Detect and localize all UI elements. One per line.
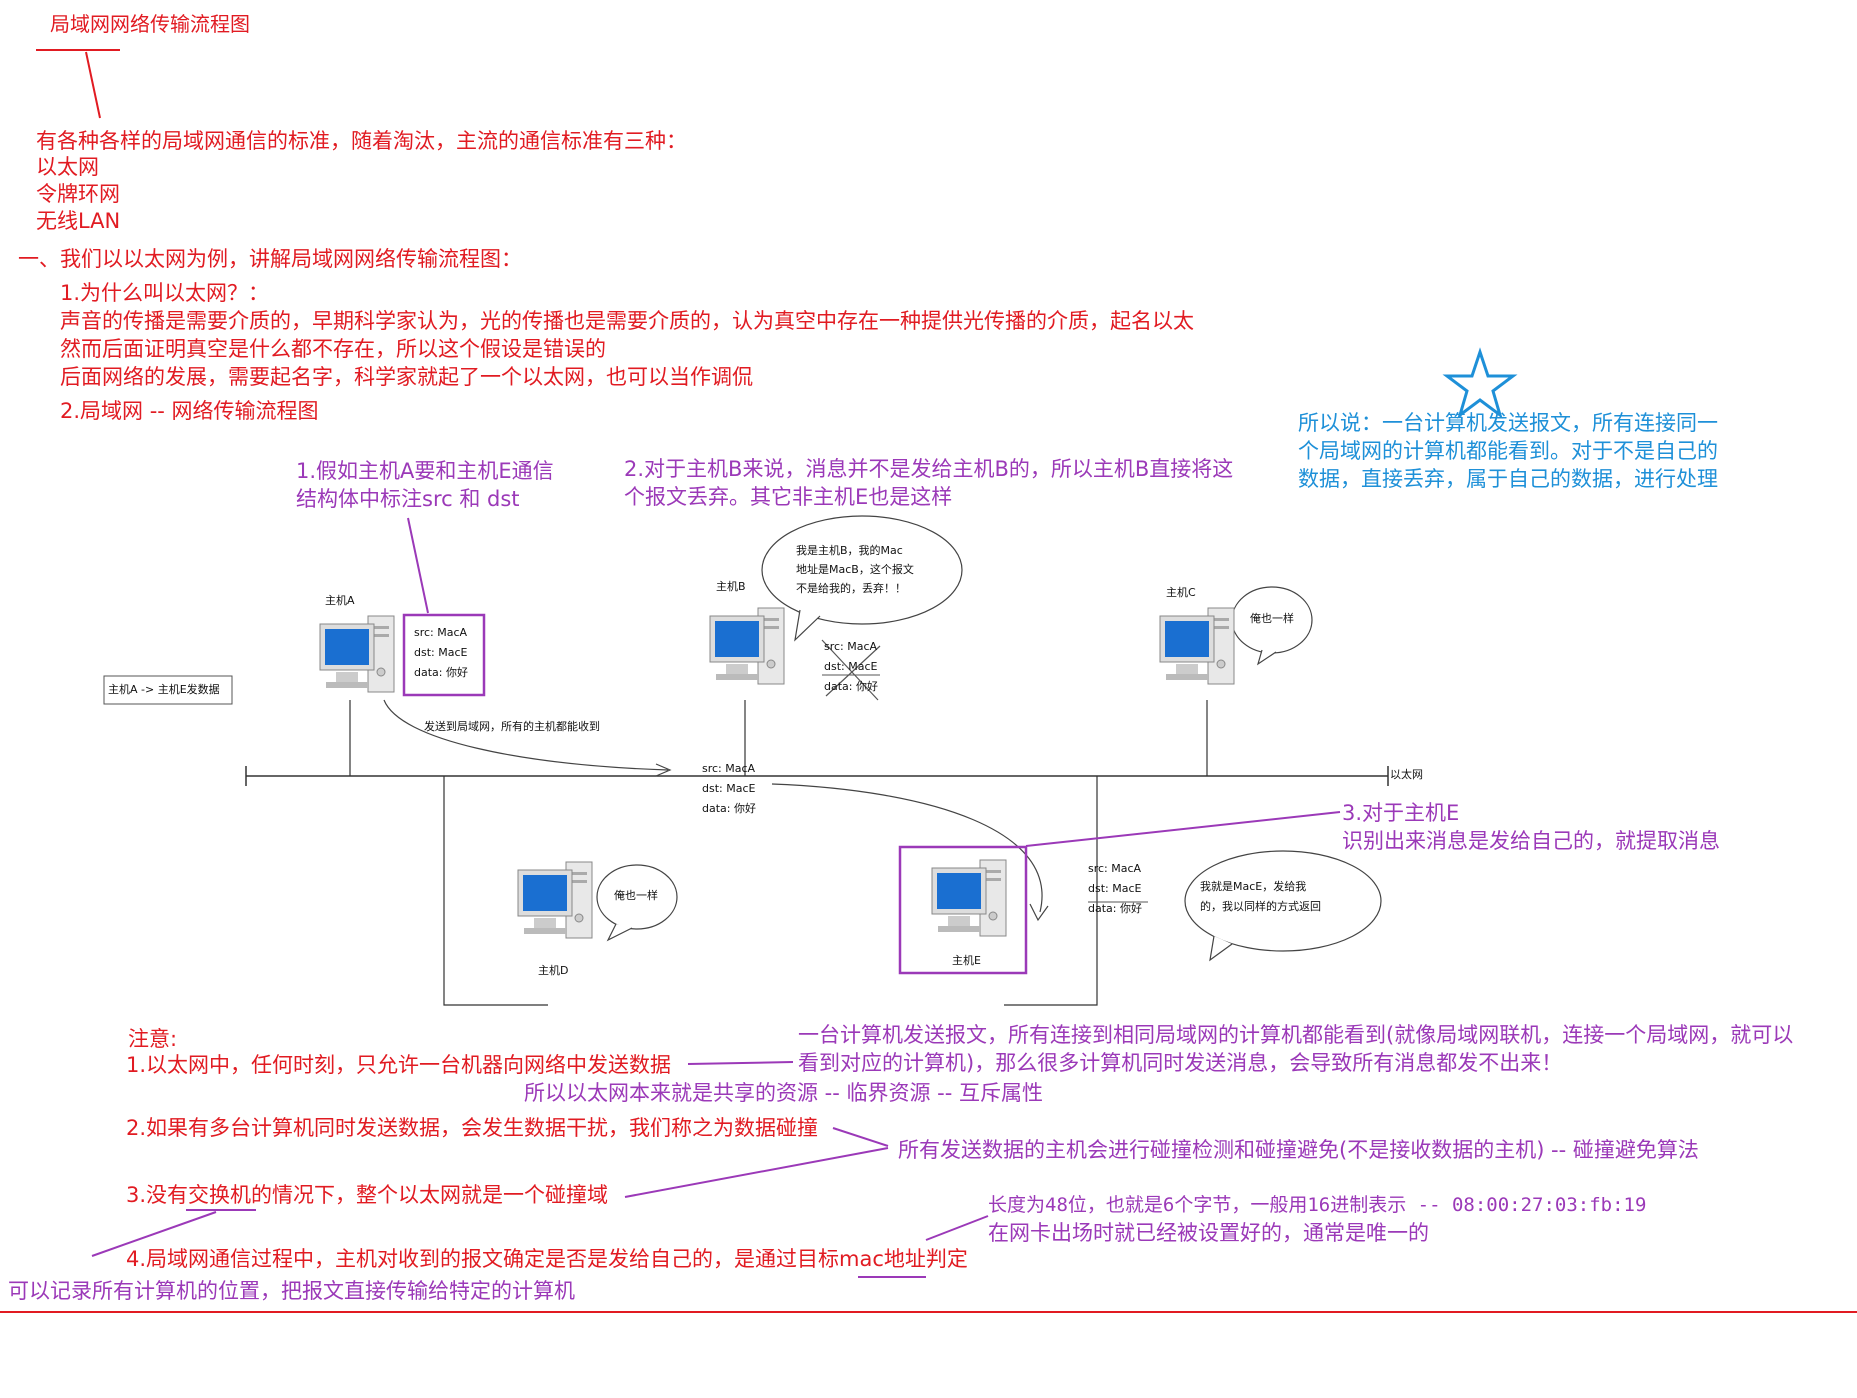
bubbleC-text: 俺也一样 (1250, 612, 1294, 625)
packetB-data: data: 你好 (824, 680, 878, 693)
bubbleE-shape (1184, 850, 1382, 952)
n1-connector (687, 1061, 794, 1065)
mac-pointer (925, 1215, 989, 1241)
hostC-label: 主机C (1166, 586, 1196, 599)
annot2-line2: 个报文丢弃。其它非主机E也是这样 (624, 485, 953, 509)
packet-bus-data: data: 你好 (702, 802, 756, 815)
standard-ethernet: 以太网 (36, 155, 99, 179)
packet-bus-dst: dst: MacE (702, 782, 756, 795)
hostA-label: 主机A (325, 594, 355, 607)
hostD-label: 主机D (538, 964, 569, 977)
bubbleB-line1: 我是主机B，我的Mac (796, 544, 903, 557)
q2-heading: 2.局域网 -- 网络传输流程图 (60, 399, 319, 423)
bubbleE-line1: 我就是MacE，发给我 (1200, 880, 1307, 893)
send-arrow (383, 699, 669, 771)
bubbleB-shape (761, 515, 963, 625)
ethernet-label: 以太网 (1390, 768, 1423, 781)
drop-strike-2 (825, 645, 881, 697)
note-blue-line3: 数据，直接丢弃，属于自己的数据，进行处理 (1298, 467, 1718, 491)
hostE-link (1004, 776, 1098, 1006)
packetE-dst: dst: MacE (1088, 882, 1142, 895)
hostB-label: 主机B (716, 580, 746, 593)
q1-heading: 1.为什么叫以太网？： (60, 281, 270, 305)
n2-connector-a (832, 1127, 889, 1147)
note1-side-line2: 看到对应的计算机)，那么很多计算机同时发送消息，会导致所有消息都发不出来！ (798, 1051, 1563, 1075)
annot3-line1: 3.对于主机E (1342, 801, 1460, 825)
section1-heading: 一、我们以以太网为例，讲解局域网网络传输流程图： (18, 247, 522, 271)
note2-side: 所有发送数据的主机会进行碰撞检测和碰撞避免(不是接收数据的主机) -- 碰撞避免… (898, 1138, 1699, 1162)
hostE-label: 主机E (952, 954, 981, 967)
packetA-src: src: MacA (414, 626, 468, 639)
hostE-frame (898, 845, 1028, 975)
switch-pointer (91, 1211, 217, 1257)
drop-strike-1 (821, 639, 879, 701)
q1-line2: 然而后面证明真空是什么都不存在，所以这个假设是错误的 (60, 337, 606, 361)
packetE-data: data: 你好 (1088, 902, 1142, 915)
packet-bus-src: src: MacA (702, 762, 756, 775)
switch-note: 可以记录所有计算机的位置，把报文直接传输给特定的计算机 (8, 1279, 575, 1303)
packetA-data: data: 你好 (414, 666, 468, 679)
mac-side-line2: 在网卡出场时就已经被设置好的，通常是唯一的 (988, 1221, 1429, 1245)
note-blue-line2: 个局域网的计算机都能看到。对于不是自己的 (1298, 439, 1718, 463)
n2-connector-b (624, 1147, 889, 1198)
packetE-src: src: MacA (1088, 862, 1142, 875)
packetB-src: src: MacA (824, 640, 878, 653)
receive-arrow (771, 783, 1043, 913)
computer-icon-hostD (517, 861, 593, 939)
note2: 2.如果有多台计算机同时发送数据，会发生数据干扰，我们称之为数据碰撞 (126, 1116, 819, 1140)
bubbleB-line3: 不是给我的，丢弃！！ (796, 582, 906, 595)
note-blue-line1: 所以说：一台计算机发送报文，所有连接同一 (1298, 411, 1718, 435)
bubbleB-line2: 地址是MacB，这个报文 (796, 563, 914, 576)
q1-line1: 声音的传播是需要介质的，早期科学家认为，光的传播也是需要介质的，认为真空中存在一… (60, 309, 1194, 333)
annot1-line1: 1.假如主机A要和主机E通信 (296, 459, 554, 483)
annot2-line1: 2.对于主机B来说，消息并不是发给主机B的，所以主机B直接将这 (624, 457, 1234, 481)
packet-box-A (402, 613, 486, 697)
notes-heading: 注意: (128, 1027, 178, 1051)
flow-label: 主机A -> 主机E发数据 (108, 683, 220, 696)
bubbleE-line2: 的，我以同样的方式返回 (1200, 900, 1321, 913)
standard-token-ring: 令牌环网 (36, 182, 120, 206)
annot3-line2: 识别出来消息是发给自己的，就提取消息 (1342, 829, 1720, 853)
standard-wireless-lan: 无线LAN (36, 209, 121, 233)
annot1-line2: 结构体中标注src 和 dst (296, 487, 520, 511)
packetA-dst: dst: MacE (414, 646, 468, 659)
computer-icon-hostB (709, 607, 785, 685)
annot3-pointer (1025, 811, 1341, 847)
mac-side-line1: 长度为48位，也就是6个字节，一般用16进制表示 -- 08:00:27:03:… (988, 1194, 1647, 1216)
note1-sub: 所以以太网本来就是共享的资源 -- 临界资源 -- 互斥属性 (524, 1081, 1044, 1105)
bubbleD-shape (596, 864, 678, 930)
note4: 4.局域网通信过程中，主机对收到的报文确定是否是发给自己的，是通过目标mac地址… (126, 1247, 968, 1271)
send-label: 发送到局域网，所有的主机都能收到 (424, 720, 600, 733)
note3: 3.没有交换机的情况下，整个以太网就是一个碰撞域 (126, 1183, 609, 1207)
annot1-pointer (407, 517, 429, 614)
note1-side-line1: 一台计算机发送报文，所有连接到相同局域网的计算机都能看到(就像局域网联机，连接一… (798, 1023, 1794, 1047)
title-pointer-line (85, 51, 101, 119)
star-icon (1442, 347, 1518, 419)
bubbleD-text: 俺也一样 (614, 889, 658, 902)
computer-icon-hostA (319, 615, 395, 693)
intro-line: 有各种各样的局域网通信的标准，随着淘汰，主流的通信标准有三种： (36, 129, 687, 153)
q1-line3: 后面网络的发展，需要起名字，科学家就起了一个以太网，也可以当作调侃 (60, 365, 753, 389)
computer-icon-hostE (931, 859, 1007, 937)
packetB-dst: dst: MacE (824, 660, 878, 673)
note1: 1.以太网中，任何时刻，只允许一台机器向网络中发送数据 (126, 1053, 672, 1077)
hostD-link (443, 776, 548, 1006)
page-title: 局域网网络传输流程图 (50, 12, 250, 36)
computer-icon-hostC (1159, 607, 1235, 685)
flow-label-box (103, 675, 233, 705)
